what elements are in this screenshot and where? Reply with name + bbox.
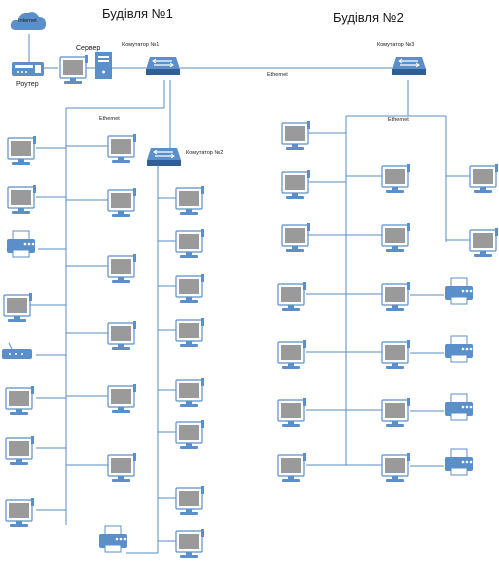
monitor-icon bbox=[277, 397, 307, 428]
server-label: Сервер bbox=[76, 45, 100, 52]
monitor-icon bbox=[469, 227, 499, 258]
monitor-icon bbox=[281, 222, 311, 253]
server-icon bbox=[95, 52, 112, 79]
monitor-icon bbox=[277, 281, 307, 312]
monitor-icon bbox=[281, 120, 311, 151]
modem-icon bbox=[2, 342, 32, 359]
switch-icon bbox=[145, 56, 181, 76]
monitor-icon bbox=[7, 135, 37, 166]
monitor-icon bbox=[277, 339, 307, 370]
monitor-icon bbox=[175, 185, 205, 216]
ethernet-b1-label: Ethernet bbox=[99, 116, 120, 122]
printer-icon bbox=[6, 230, 36, 258]
monitor-icon bbox=[59, 54, 89, 85]
monitor-icon bbox=[175, 419, 205, 450]
monitor-icon bbox=[107, 187, 137, 218]
monitor-icon bbox=[3, 292, 33, 323]
monitor-icon bbox=[175, 485, 205, 516]
printer-icon bbox=[444, 277, 474, 305]
monitor-icon bbox=[107, 253, 137, 284]
monitor-icon bbox=[469, 163, 499, 194]
monitor-icon bbox=[381, 163, 411, 194]
monitor-icon bbox=[175, 377, 205, 408]
connections bbox=[28, 34, 470, 554]
building1-title: Будівля №1 bbox=[102, 6, 173, 21]
router-icon bbox=[12, 62, 44, 76]
monitor-icon bbox=[175, 528, 205, 559]
monitor-icon bbox=[281, 169, 311, 200]
switch2-label: Комутатор №2 bbox=[186, 150, 223, 156]
switch-icon bbox=[146, 147, 182, 167]
monitor-icon bbox=[7, 184, 37, 215]
printer-icon bbox=[444, 448, 474, 476]
monitor-icon bbox=[107, 383, 137, 414]
monitor-icon bbox=[107, 452, 137, 483]
printer-icon bbox=[98, 525, 128, 553]
building2-title: Будівля №2 bbox=[333, 10, 404, 25]
switch3-label: Комутатор №3 bbox=[377, 42, 414, 48]
printer-icon bbox=[444, 393, 474, 421]
monitor-icon bbox=[175, 228, 205, 259]
printer-icon bbox=[444, 335, 474, 363]
router-label: Роутер bbox=[16, 81, 39, 88]
monitor-icon bbox=[381, 281, 411, 312]
monitor-icon bbox=[175, 317, 205, 348]
monitor-icon bbox=[107, 133, 137, 164]
ethernet-trunk-label: Ethernet bbox=[267, 72, 288, 78]
switch1-label: Комутатор №1 bbox=[122, 42, 159, 48]
monitor-icon bbox=[5, 497, 35, 528]
monitor-icon bbox=[5, 435, 35, 466]
monitor-icon bbox=[175, 273, 205, 304]
monitor-icon bbox=[381, 339, 411, 370]
ethernet-b2-label: Ethernet bbox=[388, 117, 409, 123]
internet-label: Internet bbox=[18, 18, 37, 24]
monitor-icon bbox=[277, 452, 307, 483]
monitor-icon bbox=[381, 222, 411, 253]
switch-icon bbox=[391, 56, 427, 76]
monitor-icon bbox=[381, 397, 411, 428]
monitor-icon bbox=[5, 385, 35, 416]
cloud-icon bbox=[10, 12, 46, 30]
monitor-icon bbox=[107, 320, 137, 351]
monitor-icon bbox=[381, 452, 411, 483]
